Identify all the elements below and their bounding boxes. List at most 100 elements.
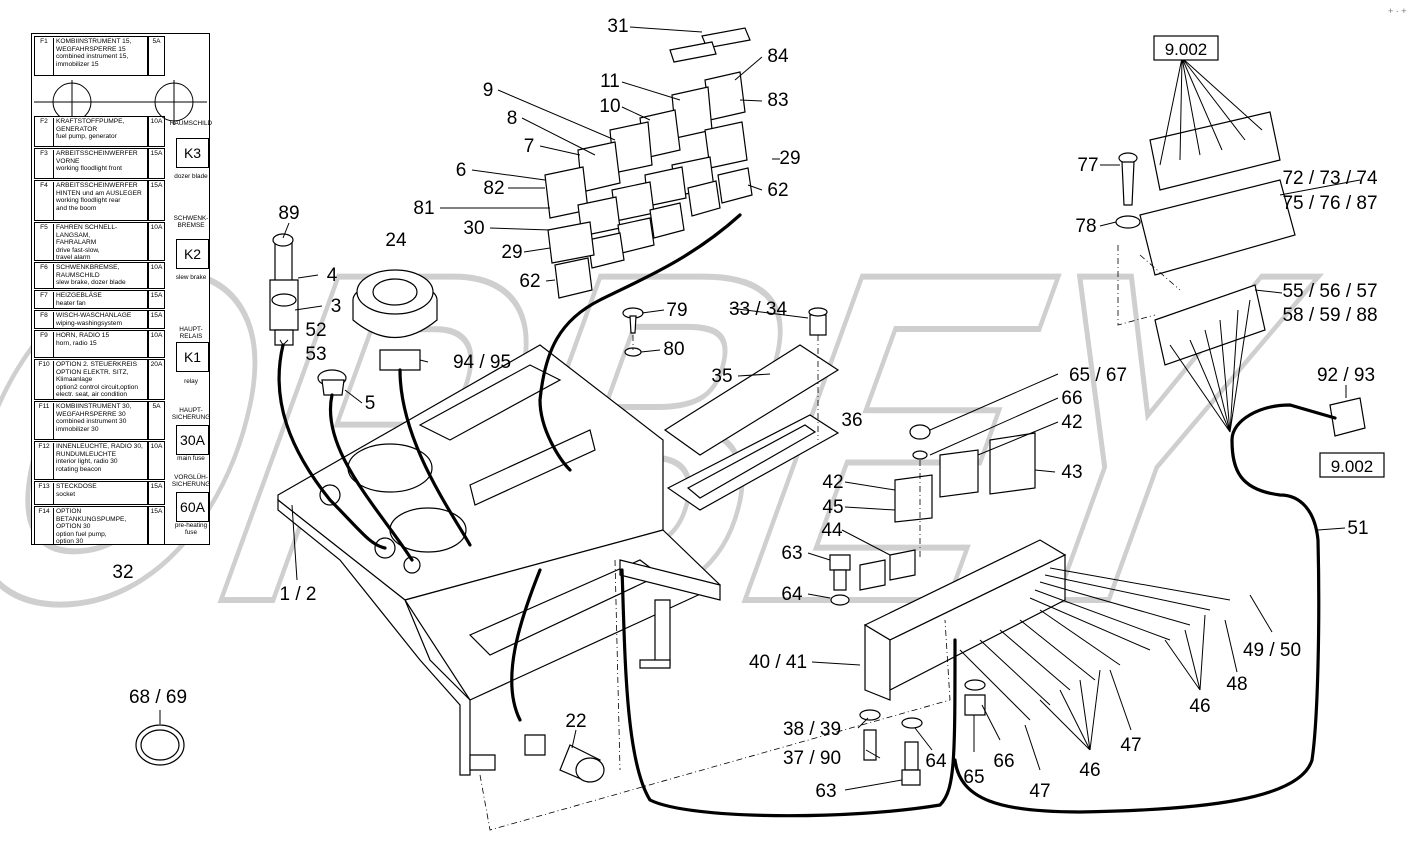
fuse-description-line: RAUMSCHILD xyxy=(56,271,100,279)
relay-caption: HAUPT-RELAIS xyxy=(168,326,214,341)
callout-51: 51 xyxy=(1347,518,1368,539)
callout-46: 46 xyxy=(1079,760,1100,781)
fuse-description-line: FAHREN SCHNELL-LANGSAM, xyxy=(56,224,118,239)
callout-31: 31 xyxy=(607,16,628,37)
callout-49-50: 49 / 50 xyxy=(1243,640,1301,661)
callout-11: 11 xyxy=(600,71,620,92)
fuse-description-line: OPTION ELEKTR. SITZ, xyxy=(56,368,129,376)
fuse-rating: 20A xyxy=(148,359,165,400)
fuse-description-line: WEGFAHRSPERRE 30 xyxy=(56,410,126,418)
fuse-description-line: OPTION 2. STEUERKREIS xyxy=(56,361,137,368)
fuse-id: F2 xyxy=(40,118,48,125)
fuse-description-line: wiping-washingsystem xyxy=(56,319,122,327)
fuse-description-line: option 30 xyxy=(56,538,84,546)
callout-89: 89 xyxy=(278,203,299,224)
callout-64: 64 xyxy=(781,584,803,605)
callout-53: 53 xyxy=(305,344,326,365)
fuse-description-line: option fuel pump, xyxy=(56,530,107,538)
fuse-description-line: WEGFAHRSPERRE 15 xyxy=(56,45,126,53)
fuse-description-line: VORNE xyxy=(56,157,80,165)
fuse-id: F10 xyxy=(38,361,50,368)
fuse-id: F5 xyxy=(40,224,48,231)
fuse-description-line: HORN, RADIO 15 xyxy=(56,332,110,339)
callout-48: 48 xyxy=(1226,674,1247,695)
callout-22: 22 xyxy=(565,711,586,732)
fuse-description-line: working floodlight front xyxy=(56,165,122,173)
ref-box-right: 9.002 xyxy=(1319,452,1385,478)
fuse-description-line: SCHWENKBREMSE, xyxy=(56,264,120,271)
fuse-description-line: socket xyxy=(56,490,76,498)
mounting-holes xyxy=(34,80,207,125)
callout-35: 35 xyxy=(711,366,732,387)
relay-caption-line: RELAIS xyxy=(179,333,203,341)
fuse-description-line: travel alarm xyxy=(56,254,91,262)
callout-8: 8 xyxy=(507,108,518,129)
relay-code-box: 30A xyxy=(176,425,209,455)
callout-32: 32 xyxy=(112,562,133,583)
callout-37-90: 37 / 90 xyxy=(783,748,841,769)
fuse-description-line: OPTION BETANKUNGSPUMPE, xyxy=(56,508,127,523)
relay-subtitle: relay xyxy=(184,378,198,385)
callout-78: 78 xyxy=(1075,216,1096,237)
callout-38-39: 38 / 39 xyxy=(783,719,841,740)
fuse-description-line: KRAFTSTOFFPUMPE, xyxy=(56,118,125,125)
callout-72-73-74: 72 / 73 / 74 xyxy=(1282,168,1378,189)
fuse-id: F8 xyxy=(40,312,48,319)
callout-63: 63 xyxy=(815,781,836,802)
leader-lines xyxy=(159,26,1361,791)
callout-7: 7 xyxy=(524,136,535,157)
fuse-description-line: GENERATOR xyxy=(56,125,98,133)
callout-77: 77 xyxy=(1077,155,1098,176)
fuse-description-line: interior light, radio 30 xyxy=(56,458,118,466)
callout-94-95: 94 / 95 xyxy=(453,352,511,373)
callout-45: 45 xyxy=(822,497,843,518)
relay-code-box: K1 xyxy=(176,342,209,372)
callout-82: 82 xyxy=(483,178,504,199)
fuse-description-line: HEIZGEBLÄSE xyxy=(56,292,102,299)
callout-52: 52 xyxy=(305,320,326,341)
callout-46: 46 xyxy=(1189,696,1210,717)
fuse-description-line: rotating beacon xyxy=(56,465,102,473)
fuse-description-line: Klimaanlage xyxy=(56,376,93,384)
svg-text:+ · +: + · + xyxy=(1388,6,1407,16)
fuse-description-line: OPTION 30 xyxy=(56,523,91,531)
callout-63: 63 xyxy=(781,543,802,564)
fuse-rating: 10A xyxy=(148,330,165,358)
callout-43: 43 xyxy=(1061,462,1082,483)
fuse-rating: 15A xyxy=(148,180,165,221)
relay-caption-line: SICHERUNG xyxy=(171,481,211,489)
fuse-id: F1 xyxy=(40,38,48,45)
relay-subtitle: dozer blade xyxy=(174,173,208,180)
callout-68-69: 68 / 69 xyxy=(129,687,187,708)
relay-caption-line: RAUMSCHILD xyxy=(169,120,213,127)
fuse-id: F11 xyxy=(38,403,50,410)
callout-24: 24 xyxy=(385,230,407,251)
callout-75-76-87: 75 / 76 / 87 xyxy=(1282,193,1377,214)
relay-caption-line: BREMSE xyxy=(177,222,205,230)
relay-caption-line: SICHERUNG xyxy=(171,414,211,422)
relay-subtitle: slew brake xyxy=(175,274,207,281)
callout-42: 42 xyxy=(1061,412,1082,433)
callout-33-34: 33 / 34 xyxy=(729,299,788,320)
fuse-description-line: KOMBIINSTRUMENT 15, xyxy=(56,38,132,45)
fuse-description-line: ARBEITSSCHEINWERFER xyxy=(56,150,138,157)
callout-79: 79 xyxy=(666,300,687,321)
fuse-rating: 15A xyxy=(148,148,165,179)
fuse-description-line: immobilizer 30 xyxy=(56,425,99,433)
fuse-rating: 15A xyxy=(148,481,165,505)
